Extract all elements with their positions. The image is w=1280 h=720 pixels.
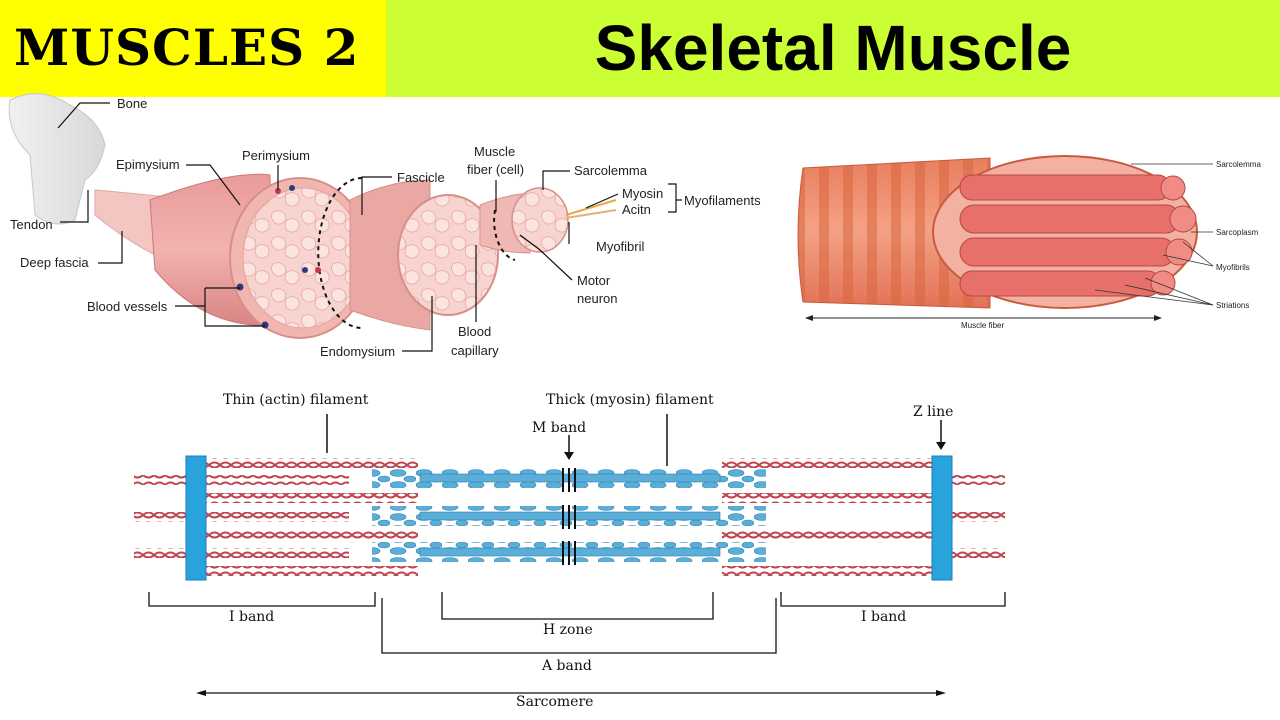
fiber-dashed-outline — [493, 209, 516, 261]
z-line-arrowhead-icon — [936, 442, 946, 450]
actin-filaments — [134, 458, 1005, 576]
actin-strand — [565, 209, 617, 219]
label-thick-filament: Thick (myosin) filament — [546, 392, 714, 408]
muscle-fiber-diagram: Sarcolemma Sarcoplasm Myofibrils Striati… — [797, 155, 1261, 330]
label-h-zone: H zone — [543, 622, 593, 638]
label-i-band-left: I band — [229, 609, 274, 625]
label-motor-neuron-1: Motor — [577, 273, 611, 288]
label-myosin: Myosin — [622, 186, 663, 201]
arrow-left-icon — [805, 315, 813, 321]
myosin-strand — [565, 199, 617, 216]
label-sarcomere: Sarcomere — [516, 694, 593, 710]
label-deep-fascia: Deep fascia — [20, 255, 89, 270]
label-z-line: Z line — [913, 404, 953, 420]
label-i-band-right: I band — [861, 609, 906, 625]
label-fiber-muscle-fiber: Muscle fiber — [961, 321, 1004, 330]
fascicle-cross-section — [397, 194, 499, 316]
sarcomere-arrow-left-icon — [196, 690, 206, 696]
bone-shape — [8, 93, 106, 225]
fiber-outer-body — [797, 157, 991, 309]
label-fiber-striations: Striations — [1216, 301, 1249, 310]
band-brackets — [148, 592, 1006, 654]
label-a-band: A band — [541, 658, 592, 674]
page-title: Skeletal Muscle — [594, 12, 1072, 84]
label-fiber-myofibrils: Myofibrils — [1216, 263, 1250, 272]
header-label: MUSCLES 2 — [14, 18, 360, 77]
z-disc-right — [931, 455, 953, 581]
label-fiber-sarcoplasm: Sarcoplasm — [1216, 228, 1259, 237]
label-fiber-sarcolemma: Sarcolemma — [1216, 160, 1261, 169]
label-myofibril: Myofibril — [596, 239, 645, 254]
label-bone: Bone — [117, 96, 147, 111]
label-myofilaments: Myofilaments — [684, 193, 761, 208]
sarcomere-arrow-right-icon — [936, 690, 946, 696]
fiber-cross-section — [511, 187, 569, 253]
label-blood-capillary-2: capillary — [451, 343, 499, 358]
label-thin-filament: Thin (actin) filament — [223, 392, 369, 408]
muscle-anatomy-diagram: Bone Tendon Deep fascia Epimysium Perimy… — [8, 93, 761, 359]
label-actin: Acitn — [622, 202, 651, 217]
label-perimysium: Perimysium — [242, 148, 310, 163]
myofibril-bundle — [959, 174, 1197, 297]
header-bar: MUSCLES 2 Skeletal Muscle — [0, 0, 1280, 97]
label-endomysium: Endomysium — [320, 344, 395, 359]
label-motor-neuron-2: neuron — [577, 291, 617, 306]
label-blood-vessels: Blood vessels — [87, 299, 168, 314]
fascicle-bundle — [242, 187, 364, 329]
label-tendon: Tendon — [10, 217, 53, 232]
arrow-right-icon — [1154, 315, 1162, 321]
label-fascicle: Fascicle — [397, 170, 445, 185]
label-muscle-fiber-1: Muscle — [474, 144, 515, 159]
label-m-band: M band — [532, 420, 586, 436]
blood-vessel-dots — [236, 185, 321, 329]
label-epimysium: Epimysium — [116, 157, 180, 172]
m-band-lines — [562, 468, 576, 565]
z-disc-left — [185, 455, 207, 581]
fiber-leader-lines — [1094, 163, 1214, 306]
label-muscle-fiber-2: fiber (cell) — [467, 162, 524, 177]
m-band-arrowhead-icon — [564, 452, 574, 460]
label-sarcolemma: Sarcolemma — [574, 163, 648, 178]
label-blood-capillary-1: Blood — [458, 324, 491, 339]
header-label-box: MUSCLES 2 — [0, 0, 386, 97]
sarcomere-diagram: Thin (actin) filament Thick (myosin) fil… — [134, 392, 1006, 710]
